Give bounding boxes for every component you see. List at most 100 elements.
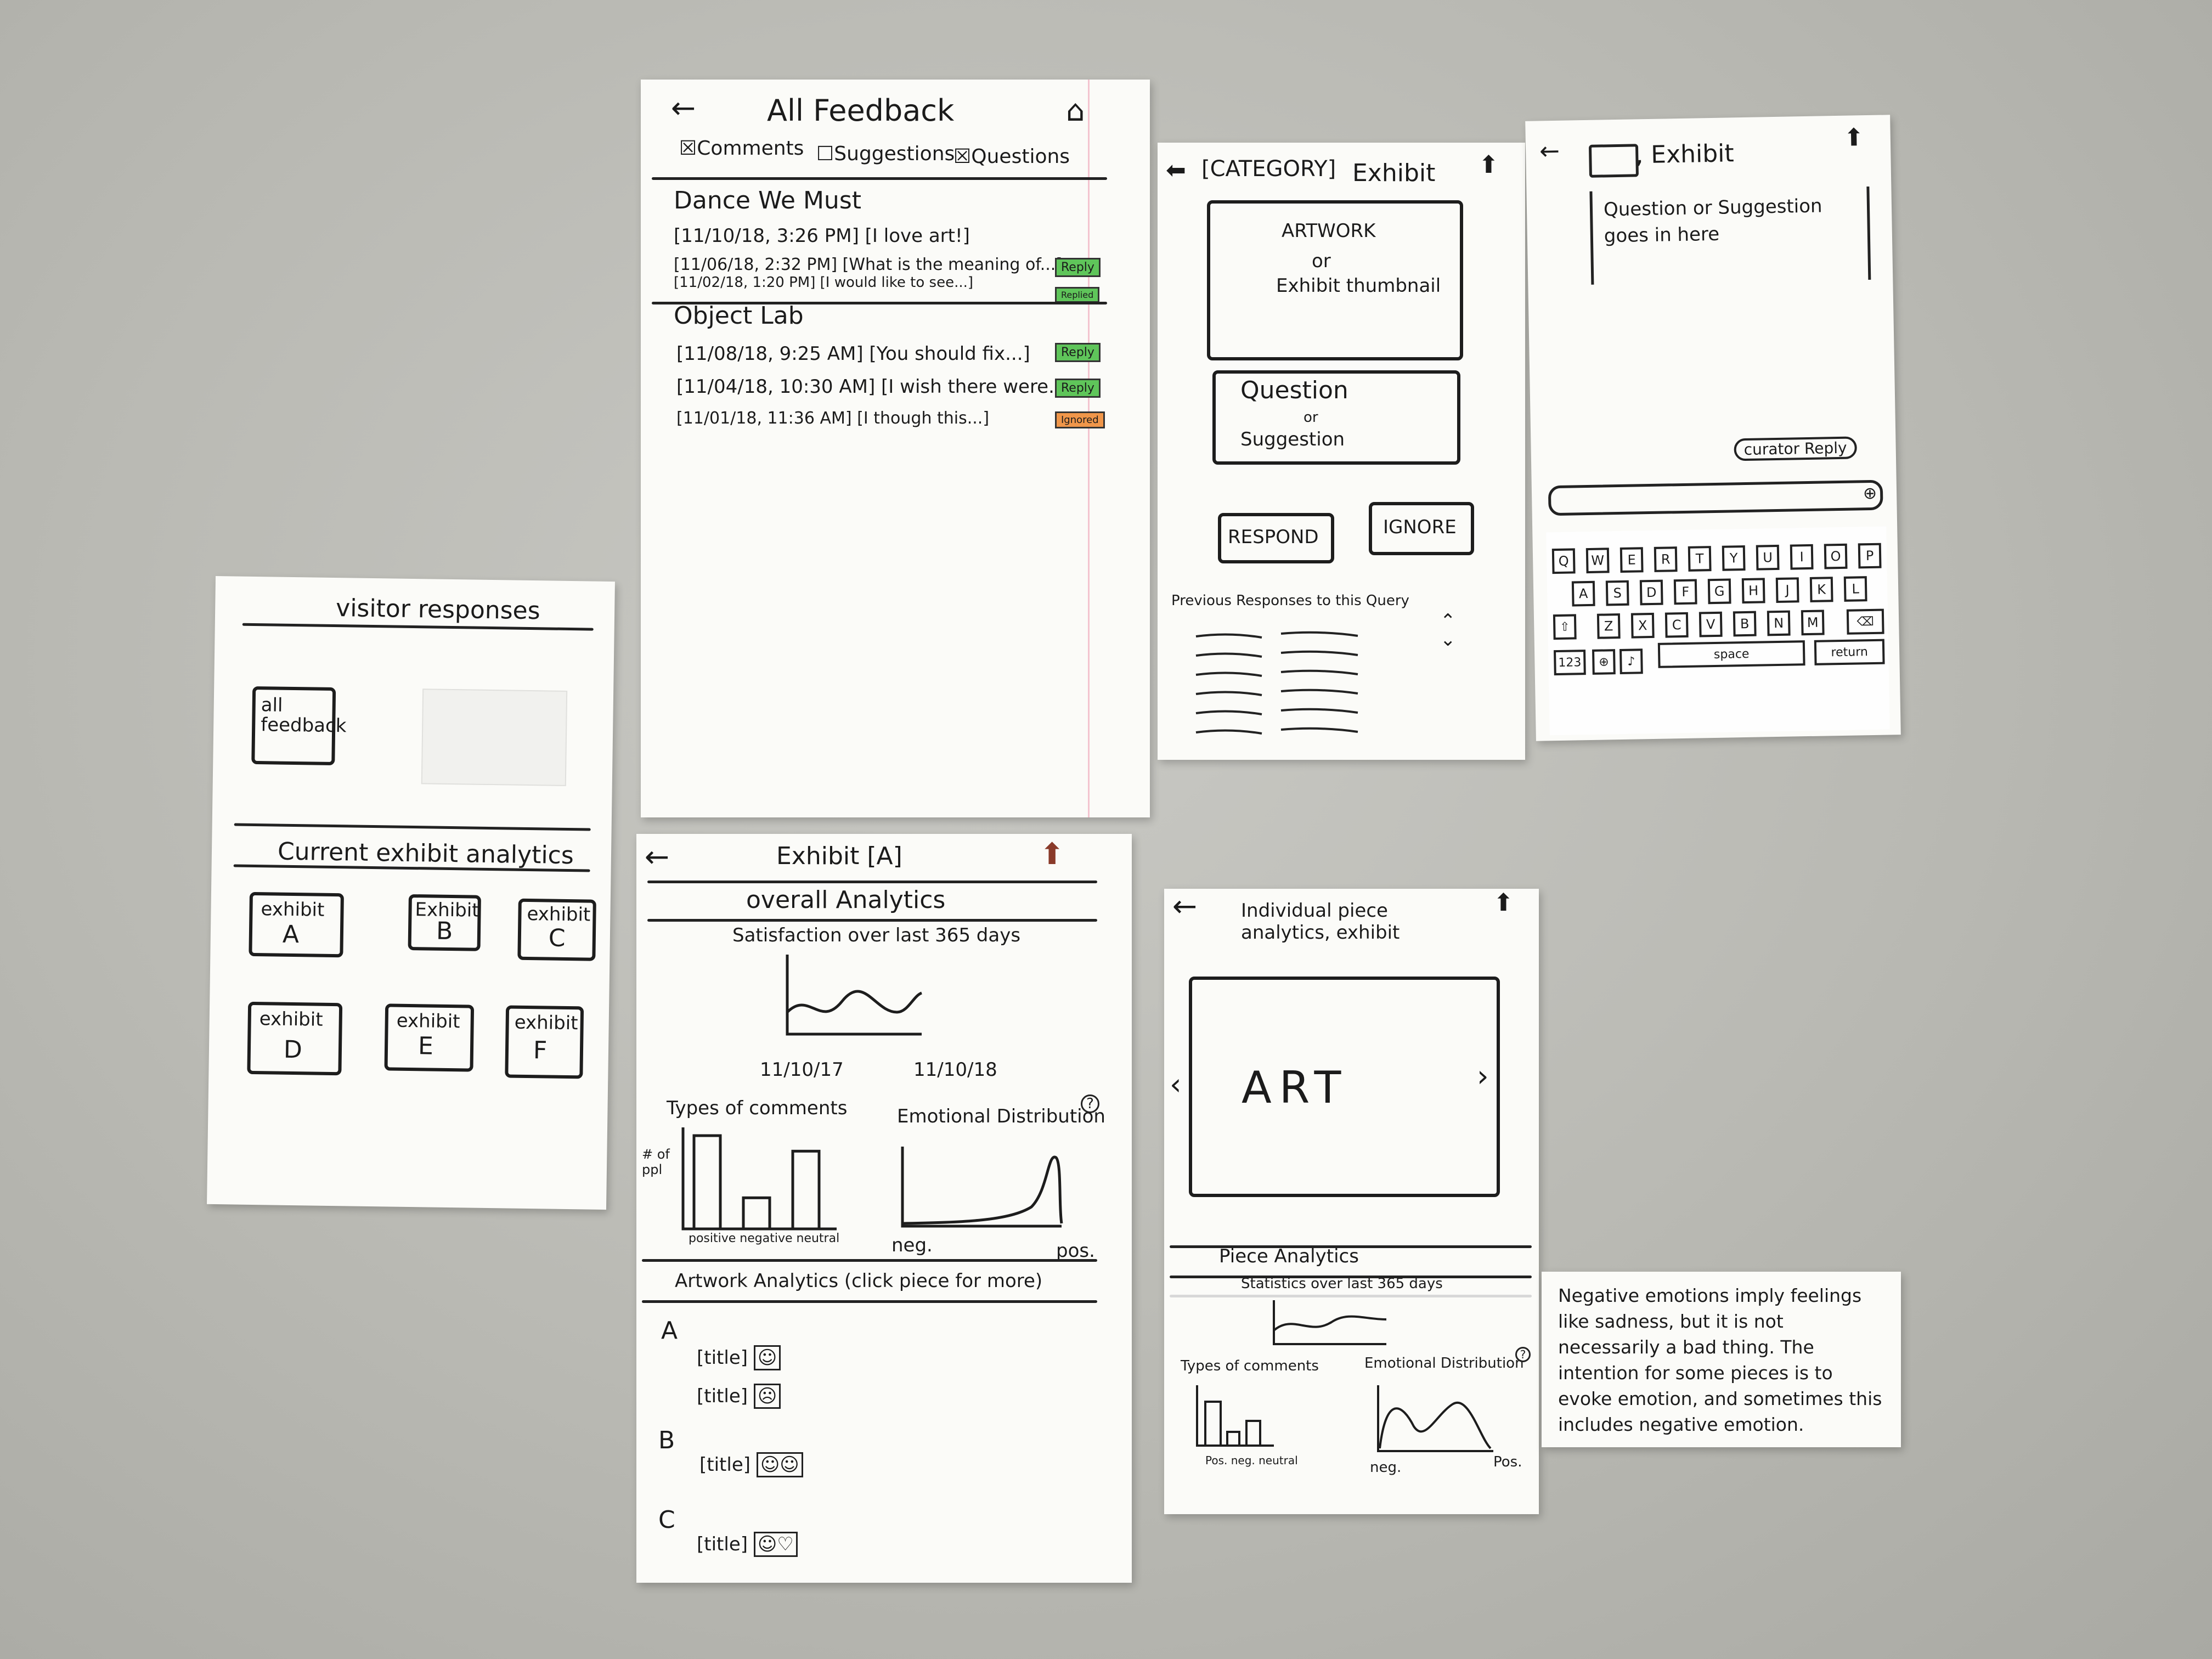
key-b[interactable]: B [1733, 611, 1757, 637]
artwork-row[interactable]: [title] ☺☺ [699, 1452, 803, 1477]
category-card: ⬅ [CATEGORY] Exhibit ⬆ ARTWORK or Exhibi… [1158, 143, 1525, 760]
overall-analytics-title: overall Analytics [746, 886, 946, 914]
home-icon[interactable]: ⬆ [1843, 123, 1865, 152]
category-blank-box [1588, 144, 1639, 178]
delete-key[interactable]: ⌫ [1846, 608, 1884, 635]
exhibit-c-button[interactable]: exhibit C [517, 898, 596, 961]
exhibit-e-button[interactable]: exhibit E [384, 1003, 475, 1072]
emoji-icon: ☺☺ [756, 1452, 803, 1477]
artwork-row[interactable]: [title] ☺ [697, 1345, 781, 1370]
art-display: ART [1189, 977, 1500, 1197]
reply-button[interactable]: Reply [1055, 379, 1101, 398]
previous-responses-list [1195, 631, 1358, 735]
globe-key[interactable]: ⊕ [1592, 649, 1616, 675]
all-feedback-card: ← All Feedback ⌂ ☒Comments ☐Suggestions … [641, 80, 1150, 817]
artwork-thumbnail: ARTWORK or Exhibit thumbnail [1207, 200, 1463, 360]
bar-axis [681, 1127, 837, 1231]
artwork-row[interactable]: [title] ☹ [697, 1384, 781, 1409]
home-icon[interactable]: ⌂ [1066, 93, 1085, 128]
artwork-row[interactable]: [title] ☺♡ [697, 1532, 798, 1557]
exhibit-a-button[interactable]: exhibit A [249, 891, 344, 958]
exhibit-b-button[interactable]: Exhibit B [408, 894, 481, 951]
exhibit-a-card: ← Exhibit [A] ⬆ overall Analytics Satisf… [636, 834, 1132, 1583]
chevron-right-icon[interactable]: › [1477, 1059, 1489, 1093]
previous-responses-label: Previous Responses to this Query [1171, 592, 1409, 609]
reply-button[interactable]: Reply [1055, 343, 1101, 362]
back-arrow-icon[interactable]: ← [1172, 889, 1198, 923]
question-box: Question or Suggestion [1212, 370, 1460, 465]
numbers-key[interactable]: 123 [1554, 650, 1586, 676]
back-arrow-icon[interactable]: ← [1539, 137, 1560, 166]
scroll-arrows-icon[interactable]: ⌃⌄ [1440, 610, 1456, 651]
feedback-row[interactable]: [11/06/18, 2:32 PM] [What is the meaning… [674, 255, 1063, 274]
key-z[interactable]: Z [1596, 613, 1621, 639]
back-arrow-icon[interactable]: ← [671, 91, 696, 125]
mic-key[interactable]: ♪ [1620, 648, 1643, 675]
info-icon[interactable]: ? [1515, 1347, 1531, 1362]
back-arrow-icon[interactable]: ← [645, 839, 670, 874]
key-u[interactable]: U [1756, 544, 1780, 571]
key-o[interactable]: O [1824, 543, 1848, 569]
types-of-comments-title: Types of comments [667, 1097, 848, 1119]
exhibit-title: Exhibit [A] [776, 842, 902, 870]
reply-input[interactable]: ⊕ [1548, 479, 1883, 516]
group-title-dance: Dance We Must [674, 187, 861, 215]
key-j[interactable]: J [1775, 577, 1799, 603]
key-h[interactable]: H [1741, 578, 1765, 604]
shift-key[interactable]: ⇧ [1553, 614, 1577, 640]
chevron-left-icon[interactable]: ‹ [1170, 1067, 1182, 1102]
ignore-button[interactable]: IGNORE [1369, 502, 1474, 555]
feedback-row[interactable]: [11/02/18, 1:20 PM] [I would like to see… [674, 274, 974, 291]
exhibit-d-button[interactable]: exhibit D [247, 1001, 343, 1076]
key-p[interactable]: P [1858, 543, 1882, 569]
key-y[interactable]: Y [1722, 545, 1746, 571]
feedback-row[interactable]: [11/08/18, 9:25 AM] [You should fix...] [676, 343, 1030, 365]
analytics-title: Current exhibit analytics [277, 837, 574, 870]
key-q[interactable]: Q [1551, 548, 1576, 574]
home-icon[interactable]: ⬆ [1493, 889, 1514, 917]
filter-comments[interactable]: ☒Comments [679, 137, 804, 160]
key-v[interactable]: V [1699, 611, 1723, 637]
feedback-row[interactable]: [11/01/18, 11:36 AM] [I though this...] [676, 409, 990, 428]
replied-badge: Replied [1055, 287, 1100, 303]
exhibit-f-button[interactable]: exhibit F [505, 1005, 584, 1079]
key-i[interactable]: I [1790, 544, 1814, 570]
return-key[interactable]: return [1814, 639, 1885, 665]
key-c[interactable]: C [1664, 612, 1689, 638]
send-icon[interactable]: ⊕ [1863, 483, 1877, 504]
feedback-row[interactable]: [11/04/18, 10:30 AM] [I wish there were.… [676, 376, 1074, 398]
key-f[interactable]: F [1673, 579, 1697, 605]
key-r[interactable]: R [1654, 546, 1678, 572]
key-m[interactable]: M [1801, 610, 1825, 636]
key-e[interactable]: E [1620, 547, 1644, 573]
checkbox-unchecked-icon: ☐ [816, 143, 834, 165]
info-icon[interactable]: ? [1081, 1094, 1099, 1113]
key-k[interactable]: K [1809, 577, 1833, 602]
all-feedback-button[interactable]: all feedback [251, 686, 347, 766]
feedback-row[interactable]: [11/10/18, 3:26 PM] [I love art!] [674, 225, 970, 247]
key-w[interactable]: W [1585, 548, 1610, 574]
key-t[interactable]: T [1688, 546, 1712, 572]
key-g[interactable]: G [1707, 578, 1731, 605]
key-s[interactable]: S [1605, 580, 1629, 606]
reply-button[interactable]: Reply [1055, 258, 1101, 277]
home-icon[interactable]: ⬆ [1479, 151, 1499, 179]
pink-margin [1088, 80, 1090, 817]
key-d[interactable]: D [1639, 579, 1663, 606]
visitor-title: visitor responses [335, 594, 540, 625]
space-key[interactable]: space [1657, 640, 1805, 668]
key-n[interactable]: N [1767, 610, 1791, 636]
key-l[interactable]: L [1843, 576, 1867, 602]
key-a[interactable]: A [1571, 580, 1595, 607]
home-icon[interactable]: ⬆ [1040, 837, 1065, 871]
filter-questions[interactable]: ☒Questions [953, 145, 1070, 168]
piece-line-chart [1273, 1300, 1387, 1345]
page-title: All Feedback [767, 93, 955, 128]
filter-suggestions[interactable]: ☐Suggestions [816, 143, 955, 165]
back-arrow-icon[interactable]: ⬅ [1166, 156, 1186, 184]
key-x[interactable]: X [1630, 612, 1655, 639]
respond-button[interactable]: RESPOND [1218, 513, 1334, 563]
emoji-icon: ☺ [753, 1345, 781, 1370]
satisfaction-line-chart [786, 955, 923, 1036]
